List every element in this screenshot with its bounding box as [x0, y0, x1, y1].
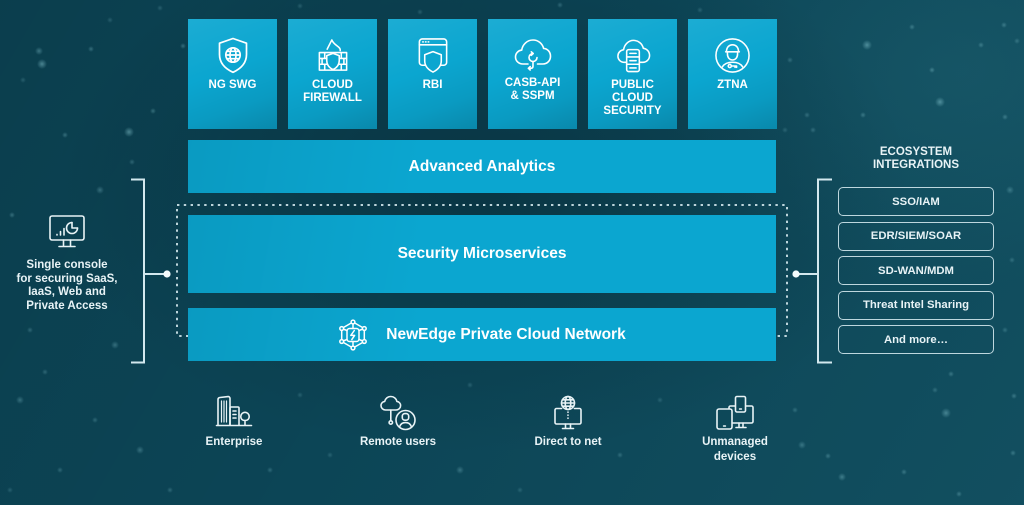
firewall-icon — [318, 39, 347, 71]
layer-label: NewEdge Private Cloud Network — [386, 325, 626, 343]
access-point-enterprise: Enterprise — [169, 393, 299, 450]
ecosystem-title: ECOSYSTEM INTEGRATIONS — [872, 146, 960, 171]
advanced-analytics-layer: Advanced Analytics — [188, 140, 776, 193]
integration-item-sso-iam: SSO/IAM — [838, 187, 994, 216]
service-tile-cloud-firewall: CLOUD FIREWALL — [288, 19, 377, 129]
platform-boundary-dashed — [176, 204, 788, 337]
left-connector-dot — [163, 270, 171, 278]
user-key-icon — [715, 38, 750, 73]
integration-item-sdwan-mdm: SD-WAN/MDM — [838, 256, 994, 285]
right-connector-dot — [792, 270, 800, 278]
access-label: Remote users — [359, 436, 437, 448]
service-label: RBI — [422, 79, 443, 91]
layer-label: Advanced Analytics — [408, 157, 556, 175]
access-label: Direct to net — [534, 436, 602, 448]
service-label: ZTNA — [717, 79, 748, 91]
service-label: CLOUD FIREWALL — [303, 79, 362, 104]
service-tile-public-cloud-security: PUBLIC CLOUD SECURITY — [588, 19, 677, 129]
integration-item-more: And more… — [838, 325, 994, 354]
ecosystem-integrations-panel: ECOSYSTEM INTEGRATIONS SSO/IAM EDR/SIEM/… — [838, 146, 994, 354]
integration-item-edr-siem-soar: EDR/SIEM/SOAR — [838, 221, 994, 251]
right-bracket — [817, 178, 832, 364]
access-label: Enterprise — [205, 436, 263, 448]
service-tile-ng-swg: NG SWG — [188, 19, 277, 129]
security-services-row: NG SWG CLOUD FIREWALL RBI — [188, 19, 777, 129]
integration-item-threat-intel: Threat Intel Sharing — [838, 290, 994, 320]
newedge-network-layer: NewEdge Private Cloud Network — [188, 308, 776, 361]
security-microservices-layer: Security Microservices — [188, 215, 776, 293]
single-console-panel: Single console for securing SaaS, IaaS, … — [0, 214, 134, 314]
network-bolt-icon — [339, 318, 368, 351]
cloud-sync-icon — [514, 39, 551, 71]
console-description: Single console for securing SaaS, IaaS, … — [16, 259, 118, 313]
service-tile-rbi: RBI — [388, 19, 477, 129]
globe-monitor-icon — [554, 395, 582, 430]
access-point-direct-to-net: Direct to net — [503, 393, 633, 450]
left-bracket — [131, 178, 145, 364]
service-tile-ztna: ZTNA — [688, 19, 777, 129]
service-label: PUBLIC CLOUD SECURITY — [603, 79, 662, 117]
service-label: CASB-API & SSPM — [504, 77, 561, 102]
layer-label: Security Microservices — [397, 245, 567, 262]
monitor-dashboard-icon — [49, 215, 85, 248]
access-point-remote-users: Remote users — [333, 393, 463, 450]
remote-user-cloud-icon — [380, 395, 416, 431]
service-tile-casb-sspm: CASB-API & SSPM — [488, 19, 577, 129]
shield-globe-icon — [218, 37, 247, 74]
devices-icon — [716, 395, 754, 430]
access-label: Unmanaged devices — [702, 436, 768, 463]
access-point-unmanaged-devices: Unmanaged devices — [670, 393, 800, 464]
enterprise-buildings-icon — [215, 395, 253, 427]
cloud-server-icon — [616, 39, 650, 73]
integration-list: SSO/IAM EDR/SIEM/SOAR SD-WAN/MDM Threat … — [838, 187, 994, 354]
service-label: NG SWG — [208, 79, 257, 91]
browser-shield-icon — [418, 38, 447, 73]
